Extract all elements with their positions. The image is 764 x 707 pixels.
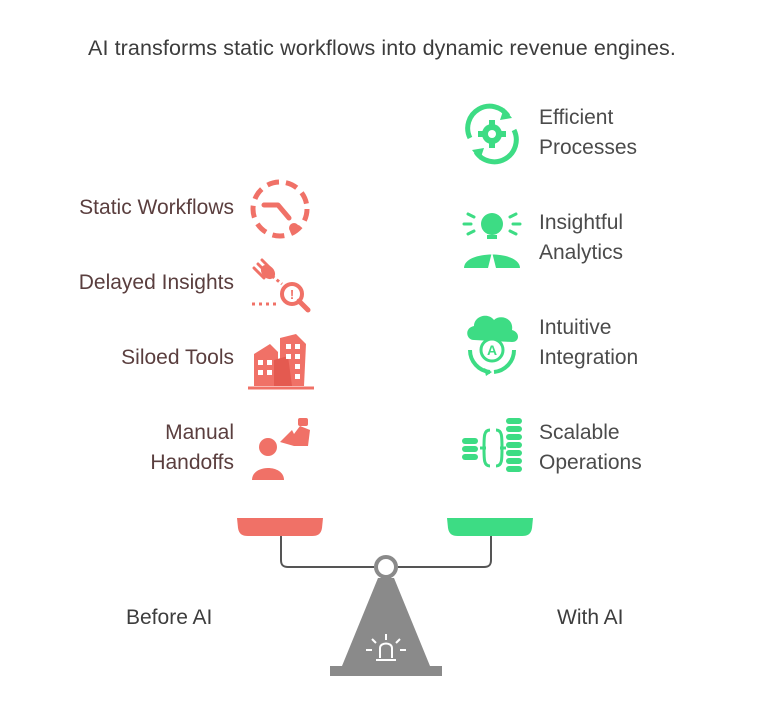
gear-refresh-icon	[465, 103, 519, 165]
label-efficient-processes: Efficient Processes	[539, 106, 638, 159]
scale-pivot	[374, 555, 398, 579]
alert-light-icon	[366, 634, 406, 661]
lightbulb-person-icon	[462, 212, 522, 268]
stacked-coins-icon	[462, 418, 522, 472]
label-insightful-analytics: Insightful Analytics	[539, 211, 624, 264]
label-manual-handoffs: Manual Handoffs	[150, 421, 234, 474]
caption-before-ai: Before AI	[126, 606, 213, 629]
scale-beam	[280, 536, 492, 568]
cloud-ai-icon: A	[467, 315, 518, 376]
svg-text:!: !	[290, 287, 294, 302]
left-pan	[237, 518, 323, 536]
caption-with-ai: With AI	[557, 606, 624, 629]
label-static-workflows: Static Workflows	[79, 196, 234, 219]
person-hand-icon	[252, 418, 310, 480]
label-scalable-operations: Scalable Operations	[539, 421, 642, 474]
dashed-clock-icon	[250, 179, 310, 239]
right-pan	[447, 518, 533, 536]
ruined-buildings-icon	[248, 334, 314, 390]
bug-search-icon: !	[252, 258, 311, 313]
label-siloed-tools: Siloed Tools	[121, 346, 234, 369]
label-delayed-insights: Delayed Insights	[78, 271, 234, 294]
scale-base	[342, 578, 430, 666]
svg-text:A: A	[487, 342, 497, 358]
label-intuitive-integration: Intuitive Integration	[539, 316, 639, 369]
page-title: AI transforms static workflows into dyna…	[88, 36, 676, 60]
